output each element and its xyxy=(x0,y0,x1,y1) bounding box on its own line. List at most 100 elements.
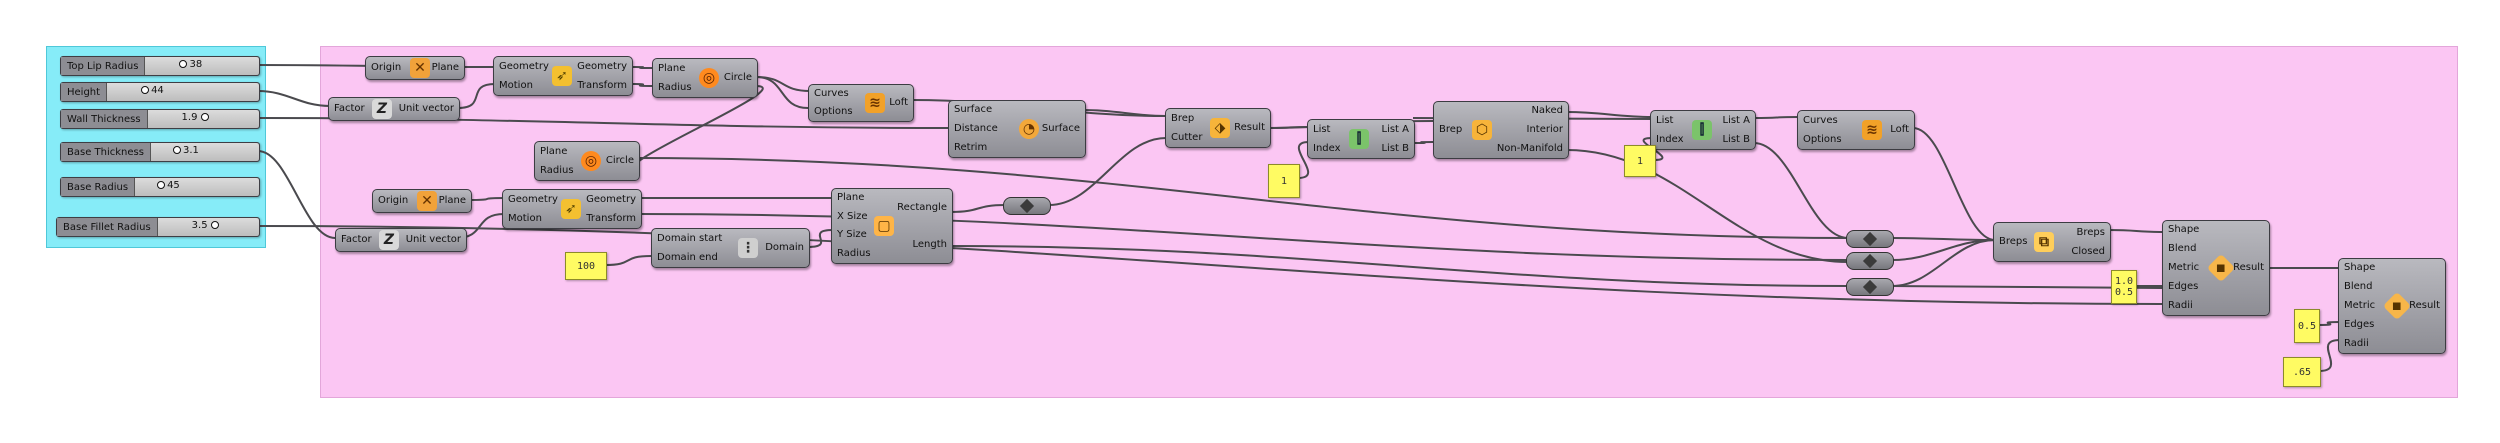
input-metric[interactable]: Metric xyxy=(2168,261,2200,273)
unit-vector-component[interactable]: Factor Z Unit vector xyxy=(328,97,460,121)
panel-065[interactable]: .65 xyxy=(2283,357,2321,387)
slider-knob-icon[interactable] xyxy=(200,113,209,121)
input-metric[interactable]: Metric xyxy=(2344,299,2376,311)
slider-base-fillet-radius[interactable]: Base Fillet Radius 3.5 xyxy=(56,217,260,237)
output-list-b[interactable]: List B xyxy=(1722,133,1750,145)
panel-index-2[interactable]: 1 xyxy=(1624,145,1656,177)
input-plane[interactable]: Plane xyxy=(540,145,568,157)
input-edges[interactable]: Edges xyxy=(2168,280,2199,292)
output-geometry[interactable]: Geometry xyxy=(586,193,636,205)
brep-param-node[interactable] xyxy=(1846,278,1894,296)
panel-stack-2[interactable]: 0.5 xyxy=(2294,309,2320,343)
input-cutter[interactable]: Cutter xyxy=(1171,131,1203,143)
output-plane[interactable]: Plane xyxy=(438,195,466,206)
slider-knob-icon[interactable] xyxy=(179,60,188,68)
input-options[interactable]: Options xyxy=(814,106,853,117)
slider-track[interactable]: 3.1 xyxy=(150,143,259,161)
output-non-manifold[interactable]: Non-Manifold xyxy=(1496,142,1563,154)
input-plane[interactable]: Plane xyxy=(658,62,686,74)
input-origin[interactable]: Origin xyxy=(371,62,402,73)
input-brep[interactable]: Brep xyxy=(1171,112,1195,124)
input-blend[interactable]: Blend xyxy=(2344,281,2373,293)
output-surface[interactable]: Surface xyxy=(1041,123,1080,134)
slider-top-lip-radius[interactable]: Top Lip Radius 38 xyxy=(60,56,260,76)
output-transform[interactable]: Transform xyxy=(586,212,636,224)
input-factor[interactable]: Factor xyxy=(341,234,372,245)
slider-track[interactable]: 3.5 xyxy=(157,218,259,236)
output-naked[interactable]: Naked xyxy=(1531,105,1563,117)
input-radii[interactable]: Radii xyxy=(2168,299,2193,311)
output-result[interactable]: Result xyxy=(2409,300,2440,311)
slider-wall-thickness[interactable]: Wall Thickness 1.9 xyxy=(60,109,260,129)
output-loft[interactable]: Loft xyxy=(1890,124,1909,135)
input-radius[interactable]: Radius xyxy=(658,81,692,93)
input-distance[interactable]: Distance xyxy=(954,122,998,134)
slider-knob-icon[interactable] xyxy=(157,181,166,189)
input-y-size[interactable]: Y Size xyxy=(837,229,867,241)
output-list-b[interactable]: List B xyxy=(1381,142,1409,154)
input-list[interactable]: List xyxy=(1656,114,1674,126)
input-radius[interactable]: Radius xyxy=(540,164,574,176)
output-circle[interactable]: Circle xyxy=(605,155,634,166)
slider-base-radius[interactable]: Base Radius 45 xyxy=(60,177,260,197)
input-blend[interactable]: Blend xyxy=(2168,243,2197,255)
slider-knob-icon[interactable] xyxy=(210,221,219,229)
input-curves[interactable]: Curves xyxy=(1803,114,1838,126)
input-factor[interactable]: Factor xyxy=(334,103,365,114)
output-result[interactable]: Result xyxy=(1234,122,1265,133)
input-curves[interactable]: Curves xyxy=(814,88,849,99)
input-surface[interactable]: Surface xyxy=(954,104,993,116)
input-breps[interactable]: Breps xyxy=(1999,236,2028,247)
slider-track[interactable]: 45 xyxy=(135,178,259,196)
brep-param-node[interactable] xyxy=(1846,252,1894,270)
slider-height[interactable]: Height 44 xyxy=(60,82,260,102)
construct-plane-component-2[interactable]: Origin ✕ Plane xyxy=(372,189,472,213)
output-rectangle[interactable]: Rectangle xyxy=(897,201,947,213)
output-transform[interactable]: Transform xyxy=(577,79,627,91)
output-plane[interactable]: Plane xyxy=(431,62,459,73)
input-radius[interactable]: Radius xyxy=(837,247,871,259)
panel-100[interactable]: 100 xyxy=(565,252,607,280)
output-list-a[interactable]: List A xyxy=(1722,114,1751,126)
slider-knob-icon[interactable] xyxy=(172,146,181,154)
input-list[interactable]: List xyxy=(1313,123,1331,135)
slider-base-thickness[interactable]: Base Thickness 3.1 xyxy=(60,142,260,162)
brep-param-node[interactable] xyxy=(1846,230,1894,248)
input-edges[interactable]: Edges xyxy=(2344,318,2375,330)
output-unit-vector[interactable]: Unit vector xyxy=(405,234,461,245)
output-geometry[interactable]: Geometry xyxy=(577,60,627,72)
input-plane[interactable]: Plane xyxy=(837,192,865,204)
output-breps[interactable]: Breps xyxy=(2076,226,2105,238)
input-motion[interactable]: Motion xyxy=(508,212,542,224)
input-geometry[interactable]: Geometry xyxy=(508,193,558,205)
brep-param-node[interactable] xyxy=(1003,197,1051,215)
input-retrim[interactable]: Retrim xyxy=(954,141,988,153)
input-brep[interactable]: Brep xyxy=(1439,124,1463,135)
input-domain-start[interactable]: Domain start xyxy=(657,232,723,244)
input-x-size[interactable]: X Size xyxy=(837,210,868,222)
output-loft[interactable]: Loft xyxy=(889,97,908,108)
slider-knob-icon[interactable] xyxy=(141,86,150,94)
output-unit-vector[interactable]: Unit vector xyxy=(398,103,454,114)
input-radii[interactable]: Radii xyxy=(2344,337,2369,349)
input-geometry[interactable]: Geometry xyxy=(499,60,549,72)
unit-vector-component-2[interactable]: Factor Z Unit vector xyxy=(335,228,467,252)
input-motion[interactable]: Motion xyxy=(499,79,533,91)
input-origin[interactable]: Origin xyxy=(378,195,409,206)
input-index[interactable]: Index xyxy=(1656,133,1684,145)
output-list-a[interactable]: List A xyxy=(1381,123,1410,135)
